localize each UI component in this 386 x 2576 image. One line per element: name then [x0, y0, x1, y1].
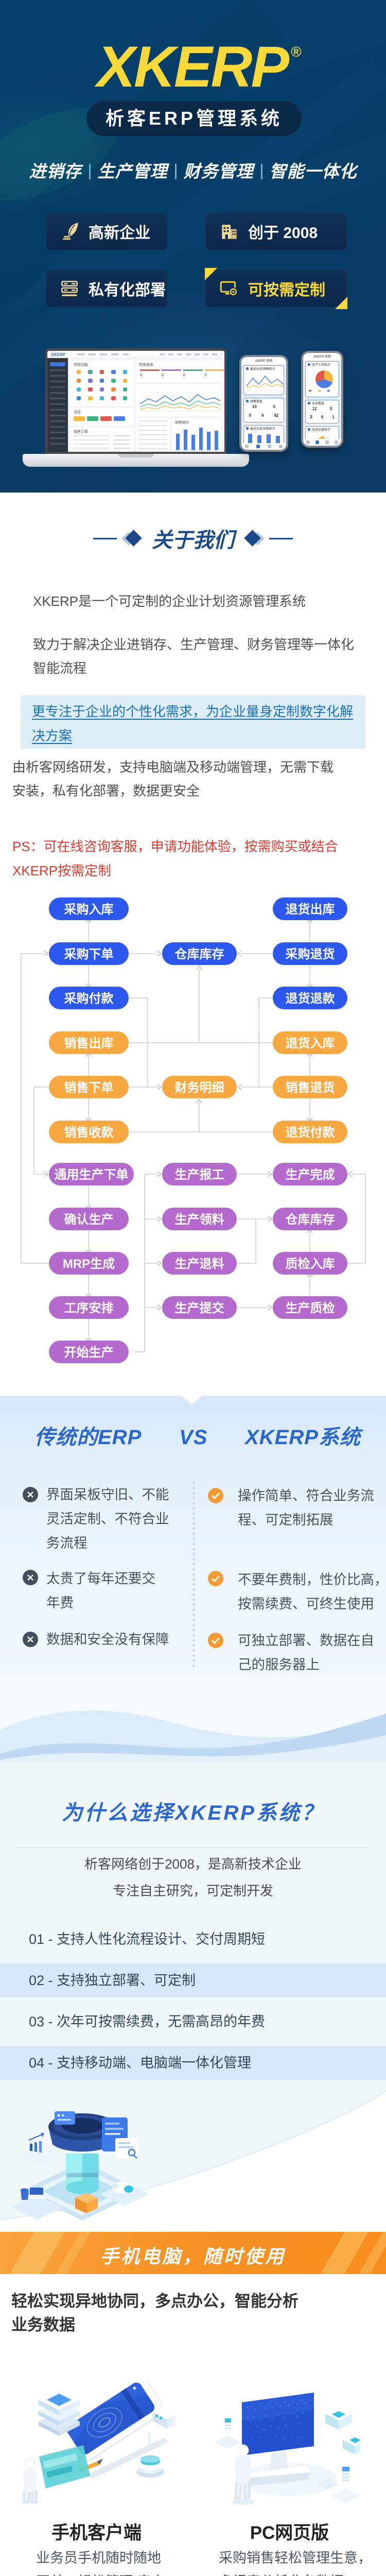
svg-text:财务明细: 财务明细 [175, 1080, 224, 1095]
svg-text:开始生产: 开始生产 [64, 1345, 114, 1360]
svg-text:生产提交: 生产提交 [175, 1301, 224, 1315]
svg-text:销售退货: 销售退货 [286, 1080, 335, 1095]
svg-text:销售下单: 销售下单 [64, 1080, 114, 1095]
svg-text:生产退料: 生产退料 [175, 1257, 224, 1271]
svg-text:生产领料: 生产领料 [175, 1212, 224, 1227]
svg-text:生产完成: 生产完成 [286, 1167, 335, 1182]
svg-text:MRP生成: MRP生成 [63, 1257, 115, 1271]
svg-text:退货付款: 退货付款 [286, 1125, 336, 1140]
svg-text:质检入库: 质检入库 [286, 1257, 335, 1271]
svg-text:工序安排: 工序安排 [64, 1301, 114, 1315]
svg-text:退货出库: 退货出库 [286, 902, 335, 917]
svg-text:退货退款: 退货退款 [286, 991, 336, 1006]
svg-text:销售出库: 销售出库 [64, 1036, 114, 1050]
svg-text:仓库库存: 仓库库存 [285, 1212, 335, 1227]
svg-text:退货入库: 退货入库 [286, 1036, 335, 1050]
svg-text:采购下单: 采购下单 [64, 947, 114, 961]
svg-text:采购入库: 采购入库 [64, 903, 114, 917]
svg-text:通用生产下单: 通用生产下单 [55, 1167, 129, 1182]
svg-text:采购付款: 采购付款 [64, 992, 114, 1006]
svg-text:销售收款: 销售收款 [64, 1125, 114, 1140]
svg-text:生产报工: 生产报工 [175, 1167, 224, 1182]
svg-text:采购退货: 采购退货 [286, 947, 335, 961]
svg-text:生产质检: 生产质检 [286, 1301, 335, 1315]
svg-text:仓库库存: 仓库库存 [174, 947, 224, 961]
svg-text:确认生产: 确认生产 [64, 1212, 114, 1227]
